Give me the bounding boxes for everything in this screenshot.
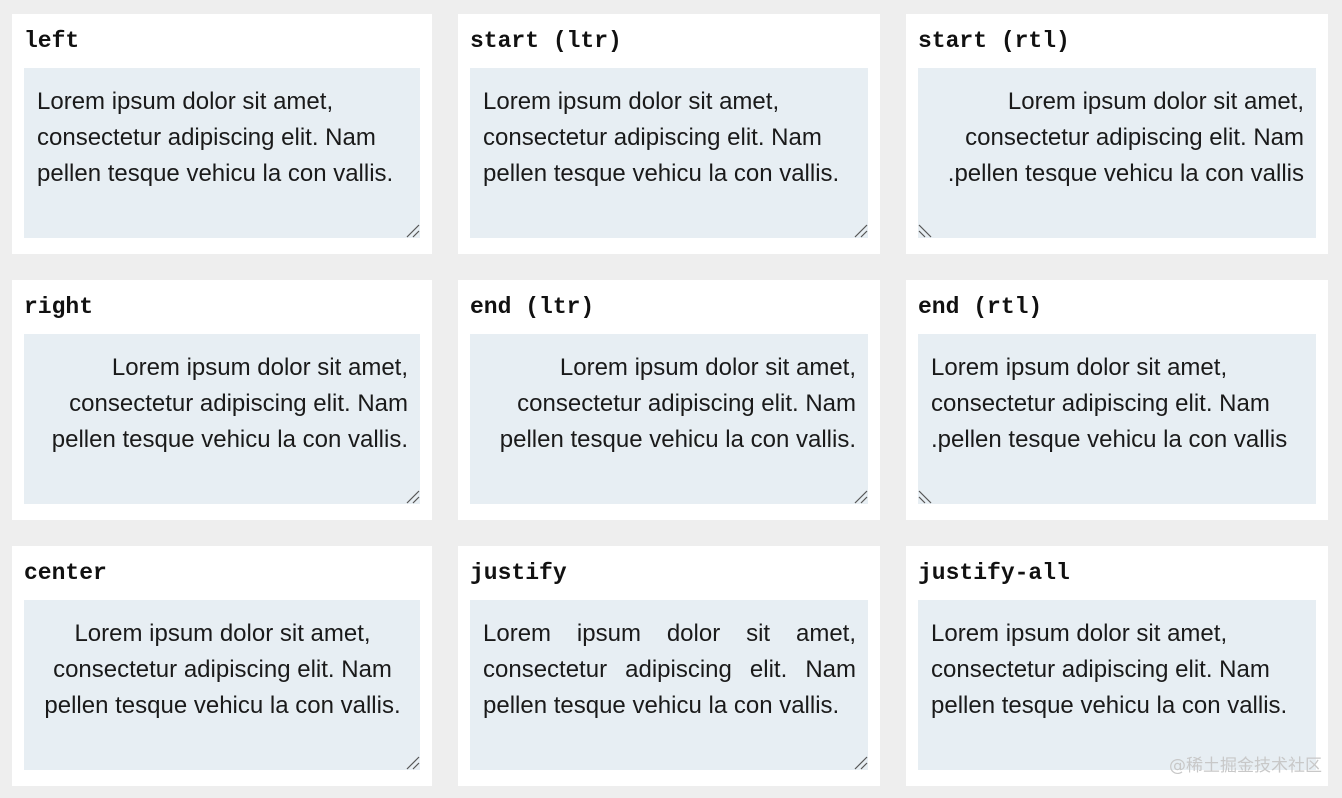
card-start-rtl: start (rtl) Lorem ipsum dolor sit amet, … <box>906 14 1328 254</box>
card-title: justify-all <box>918 560 1070 586</box>
sample-text: Lorem ipsum dolor sit amet, consectetur … <box>947 88 1304 187</box>
card-start-ltr: start (ltr) Lorem ipsum dolor sit amet, … <box>458 14 880 254</box>
resize-grip-icon[interactable] <box>852 488 868 504</box>
card-center: center Lorem ipsum dolor sit amet, conse… <box>12 546 432 786</box>
demo-grid: left Lorem ipsum dolor sit amet, consect… <box>12 14 1328 786</box>
card-title: right <box>24 294 94 320</box>
card-justify-all: justify-all Lorem ipsum dolor sit amet, … <box>906 546 1328 786</box>
sample-text: Lorem ipsum dolor sit amet, consectetur … <box>37 88 394 187</box>
card-end-rtl: end (rtl) Lorem ipsum dolor sit amet, co… <box>906 280 1328 520</box>
sample-text: Lorem ipsum dolor sit amet, consectetur … <box>51 354 408 453</box>
card-end-ltr: end (ltr) Lorem ipsum dolor sit amet, co… <box>458 280 880 520</box>
resize-grip-icon[interactable] <box>918 222 934 238</box>
sample-textarea[interactable]: Lorem ipsum dolor sit amet, consectetur … <box>918 334 1316 504</box>
resize-grip-icon[interactable] <box>404 488 420 504</box>
card-title: center <box>24 560 107 586</box>
resize-grip-icon[interactable] <box>404 222 420 238</box>
resize-grip-icon[interactable] <box>918 488 934 504</box>
sample-text: Lorem ipsum dolor sit amet, consectetur … <box>483 620 856 719</box>
watermark: @稀土掘金技术社区 <box>1169 756 1322 776</box>
sample-text: Lorem ipsum dolor sit amet, consectetur … <box>44 620 401 719</box>
sample-textarea[interactable]: Lorem ipsum dolor sit amet, consectetur … <box>470 334 868 504</box>
sample-text: Lorem ipsum dolor sit amet, consectetur … <box>483 88 840 187</box>
sample-textarea[interactable]: Lorem ipsum dolor sit amet, consectetur … <box>918 600 1316 770</box>
sample-text: Lorem ipsum dolor sit amet, consectetur … <box>499 354 856 453</box>
card-title: start (rtl) <box>918 28 1070 54</box>
card-title: end (rtl) <box>918 294 1043 320</box>
sample-textarea[interactable]: Lorem ipsum dolor sit amet, consectetur … <box>24 68 420 238</box>
resize-grip-icon[interactable] <box>404 754 420 770</box>
sample-text: Lorem ipsum dolor sit amet, consectetur … <box>931 620 1288 719</box>
card-title: end (ltr) <box>470 294 595 320</box>
sample-textarea[interactable]: Lorem ipsum dolor sit amet, consectetur … <box>918 68 1316 238</box>
sample-textarea[interactable]: Lorem ipsum dolor sit amet, consectetur … <box>24 600 420 770</box>
resize-grip-icon[interactable] <box>852 754 868 770</box>
card-title: left <box>24 28 80 54</box>
sample-text: Lorem ipsum dolor sit amet, consectetur … <box>931 354 1288 453</box>
card-right: right Lorem ipsum dolor sit amet, consec… <box>12 280 432 520</box>
sample-textarea[interactable]: Lorem ipsum dolor sit amet, consectetur … <box>24 334 420 504</box>
card-title: justify <box>470 560 567 586</box>
card-title: start (ltr) <box>470 28 622 54</box>
sample-textarea[interactable]: Lorem ipsum dolor sit amet, consectetur … <box>470 600 868 770</box>
resize-grip-icon[interactable] <box>852 222 868 238</box>
sample-textarea[interactable]: Lorem ipsum dolor sit amet, consectetur … <box>470 68 868 238</box>
card-justify: justify Lorem ipsum dolor sit amet, cons… <box>458 546 880 786</box>
card-left: left Lorem ipsum dolor sit amet, consect… <box>12 14 432 254</box>
